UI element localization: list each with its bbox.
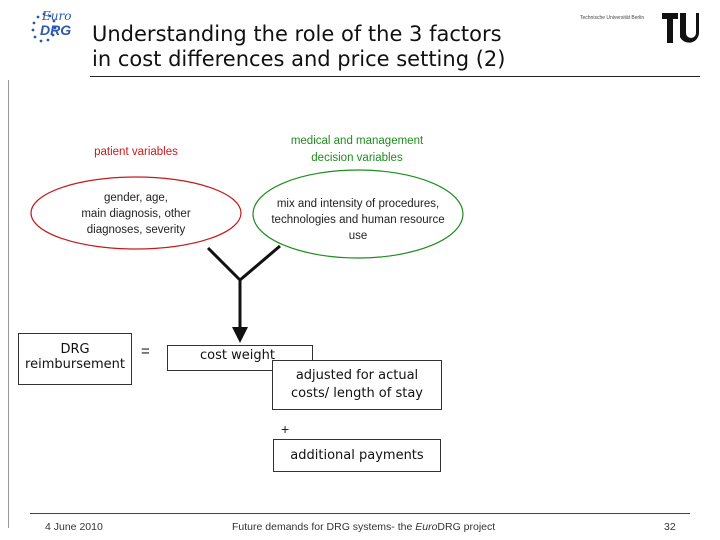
- logo-text-euro: Euro: [42, 9, 72, 23]
- medical-ellipse-text: mix and intensity of procedures, technol…: [258, 196, 458, 244]
- drg-line-2: reimbursement: [25, 357, 125, 372]
- title-divider: [90, 76, 700, 77]
- logo-text-drg: DRG: [40, 22, 72, 38]
- page-title: Understanding the role of the 3 factors …: [92, 22, 505, 72]
- patient-variables-ellipse: [30, 176, 242, 250]
- connector-right-branch: [239, 244, 281, 282]
- medical-variables-ellipse: [252, 169, 464, 259]
- equals-sign: =: [141, 343, 150, 360]
- adjusted-costs-box: adjusted for actual costs/ length of sta…: [272, 360, 442, 410]
- arrow-head: [232, 327, 248, 343]
- patient-variables-label: patient variables: [94, 146, 178, 158]
- cost-weight-text: cost weight: [200, 348, 275, 363]
- plus-sign: +: [281, 421, 290, 437]
- tu-berlin-logo: [660, 10, 700, 46]
- connector-left-branch: [206, 246, 242, 282]
- page-number: 32: [664, 521, 676, 533]
- adjusted-line-1: adjusted for actual: [295, 368, 419, 383]
- adjusted-line-2: costs/ length of stay: [290, 386, 424, 401]
- medical-label-line-1: medical and management: [290, 135, 424, 147]
- patient-ellipse-text: gender, age, main diagnosis, other diagn…: [56, 190, 216, 238]
- additional-payments-text: additional payments: [290, 448, 424, 463]
- medical-variables-label: medical and management decision variable…: [272, 133, 442, 167]
- university-name: Technische Universität Berlin: [580, 15, 645, 21]
- title-line-1: Understanding the role of the 3 factors: [92, 22, 502, 46]
- footer-date: 4 June 2010: [45, 521, 103, 533]
- medical-label-line-2: decision variables: [311, 152, 403, 164]
- left-frame-line: [8, 80, 9, 528]
- medical-ellipse-line-1: mix and intensity of procedures,: [276, 198, 440, 210]
- patient-ellipse-line-2: main diagnosis, other: [81, 208, 191, 220]
- drg-line-1: DRG: [60, 342, 90, 357]
- footer-project: Future demands for DRG systems- the Euro…: [232, 521, 495, 533]
- medical-ellipse-line-2: technologies and human resource: [271, 214, 445, 226]
- footer-project-italic: Euro: [415, 521, 438, 533]
- additional-payments-box: additional payments: [273, 439, 441, 472]
- eurodrg-logo: [30, 8, 90, 48]
- drg-reimbursement-box: DRG reimbursement: [18, 333, 132, 385]
- patient-ellipse-line-3: diagnoses, severity: [86, 224, 186, 236]
- footer-project-prefix: Future demands for DRG systems- the: [232, 521, 416, 533]
- footer-divider: [30, 513, 690, 514]
- title-line-2: in cost differences and price setting (2…: [92, 47, 506, 71]
- medical-ellipse-line-3: use: [348, 230, 368, 242]
- footer-project-suffix: DRG project: [437, 521, 496, 533]
- patient-ellipse-line-1: gender, age,: [104, 192, 168, 204]
